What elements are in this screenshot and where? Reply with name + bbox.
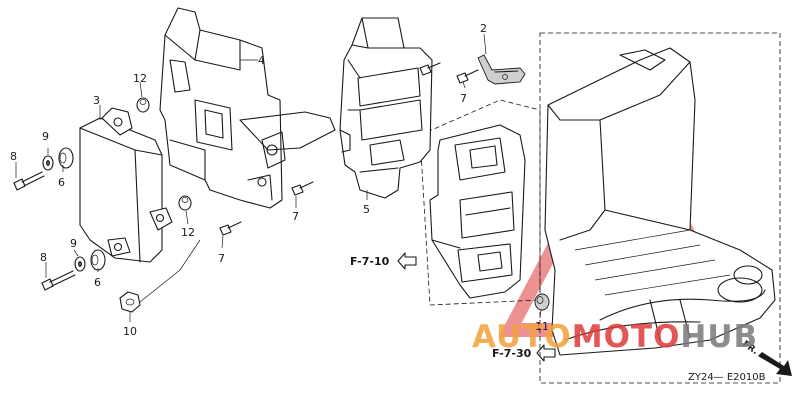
bolt-8-upper-part: [13, 171, 45, 191]
callout-7-c: 7: [218, 252, 225, 265]
callout-9-lower: 9: [70, 237, 77, 250]
nut-11-part: [534, 293, 550, 311]
ref-f-7-30[interactable]: F-7-30: [492, 344, 556, 362]
washer-9-lower-part: [74, 256, 86, 272]
ref-f-7-30-label[interactable]: F-7-30: [492, 347, 532, 360]
callout-9-upper: 9: [42, 130, 49, 143]
front-direction-arrow-icon: [758, 352, 792, 376]
callout-11: 11: [535, 320, 549, 333]
screw-7-d-part: [419, 62, 441, 76]
callout-6-lower: 6: [94, 276, 101, 289]
watermark-text: AUTOMOTOHUB: [472, 319, 758, 355]
callout-10: 10: [123, 325, 137, 338]
bracket-group-outline: [419, 99, 541, 306]
grommet-6-lower-part: [90, 249, 106, 271]
callout-7-b: 7: [292, 210, 299, 223]
diagram-code: ZY24— E2010B: [688, 372, 766, 383]
callout-8-lower: 8: [40, 251, 47, 264]
bolt-8-lower-part: [41, 270, 76, 291]
screw-7-c-part: [219, 221, 242, 236]
screw-7-a-part: [456, 69, 479, 84]
screw-7-b-part: [291, 181, 314, 196]
bracket-5-part: [339, 17, 433, 199]
callout-3: 3: [93, 94, 100, 107]
callout-12-lower: 12: [181, 226, 195, 239]
clip-2-part: [477, 54, 526, 85]
control-module-3-part: [79, 107, 173, 263]
washer-9-upper-part: [42, 155, 54, 171]
svg-text:AUTOMOTOHUB: AUTOMOTOHUB: [472, 319, 758, 355]
callout-8-upper: 8: [10, 150, 17, 163]
callout-7-a: 7: [460, 92, 467, 105]
watermark-part-3: HUB: [680, 319, 758, 355]
ref-f-7-30-arrow-icon: [536, 344, 556, 362]
watermark-part-2: MOTO: [572, 319, 681, 355]
ref-f-7-10-arrow-icon: [397, 252, 417, 270]
leader-lines: [15, 33, 542, 322]
bracket-4-part: [159, 7, 336, 209]
callout-6-upper: 6: [58, 176, 65, 189]
callout-2: 2: [480, 22, 487, 35]
callout-5: 5: [363, 203, 370, 216]
ref-f-7-10[interactable]: F-7-10: [350, 252, 417, 270]
engine-cover-part: [544, 47, 776, 356]
ref-f-7-10-label[interactable]: F-7-10: [350, 255, 390, 268]
grommet-12-lower-part: [178, 195, 192, 211]
watermark-part-1: AUTO: [472, 319, 572, 355]
grommet-12-upper-part: [136, 97, 150, 113]
nut-10-part: [119, 291, 141, 313]
mounting-bracket-part: [429, 124, 526, 299]
callout-4: 4: [258, 54, 265, 67]
grommet-6-upper-part: [58, 147, 74, 169]
callout-12-upper: 12: [133, 72, 147, 85]
